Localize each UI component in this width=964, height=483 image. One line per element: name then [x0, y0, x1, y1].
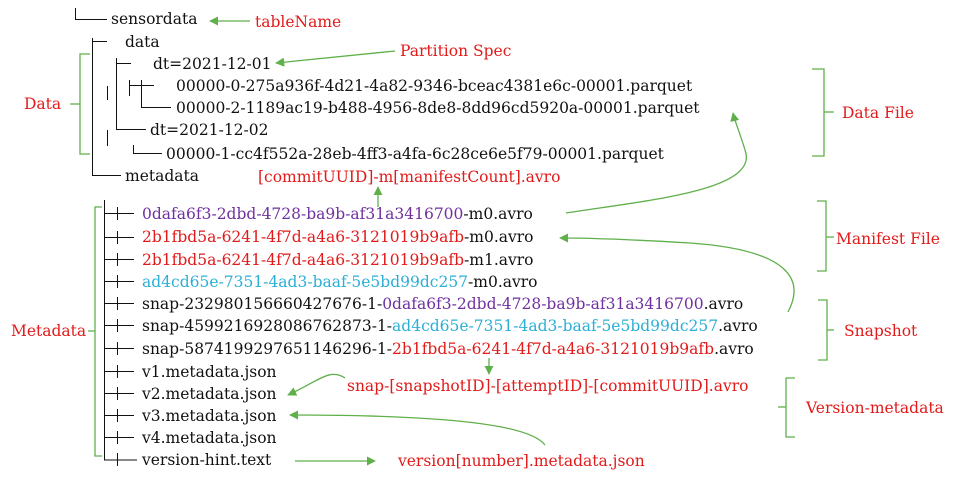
manifest-file: ad4cd65e-7351-4ad3-baaf-5e5bd99dc257-m0.… — [142, 273, 538, 291]
partition-spec-arrow — [275, 50, 396, 67]
commit-uuid: ad4cd65e-7351-4ad3-baaf-5e5bd99dc257 — [392, 317, 719, 335]
tree-connector — [104, 200, 137, 461]
version-metadata-file: v3.metadata.json — [142, 407, 277, 425]
manifest-pattern-label: [commitUUID]-m[manifestCount].avro — [258, 168, 561, 186]
version-hint-to-v3-arrow — [289, 410, 546, 446]
commit-uuid: ad4cd65e-7351-4ad3-baaf-5e5bd99dc257 — [142, 273, 469, 291]
manifest-file: 2b1fbd5a-6241-4f7d-a4a6-3121019b9afb-m1.… — [142, 251, 534, 269]
manifest-to-datafile-arrow — [565, 112, 748, 214]
manifest-file: 0dafa6f3-2dbd-4728-ba9b-af31a3416700-m0.… — [142, 205, 533, 223]
manifest-suffix: -m0.avro — [464, 228, 534, 246]
manifest-file: 2b1fbd5a-6241-4f7d-a4a6-3121019b9afb-m0.… — [142, 228, 534, 246]
metadata-label: Metadata — [11, 322, 87, 340]
version-metadata-file: v2.metadata.json — [142, 385, 277, 403]
partition-folder: dt=2021-12-02 — [150, 121, 269, 139]
tree-connector — [133, 145, 162, 154]
snapshot-prefix: snap-4599216928086762873-1- — [142, 317, 393, 335]
snapshot-pattern-label: snap-[snapshotID]-[attemptID]-[commitUUI… — [347, 377, 749, 395]
data-file: 00000-2-1189ac19-b488-4956-8de8-8dd96cd5… — [176, 99, 700, 117]
table-name-label: tableName — [255, 13, 342, 31]
commit-uuid: 2b1fbd5a-6241-4f7d-a4a6-3121019b9afb — [142, 251, 465, 269]
data-file-bracket — [812, 68, 825, 157]
snapshot-file: snap-232980156660427676-1-0dafa6f3-2dbd-… — [142, 295, 743, 313]
data-file: 00000-0-275a936f-4d21-4a82-9346-bceac438… — [176, 77, 693, 95]
snapshot-prefix: snap-232980156660427676-1- — [142, 295, 383, 313]
snapshot-suffix: .avro — [718, 317, 758, 335]
partition-folder: dt=2021-12-01 — [153, 55, 272, 73]
snapshot-file: snap-5874199297651146296-1-2b1fbd5a-6241… — [142, 340, 754, 358]
tree-connector — [75, 8, 107, 20]
commit-uuid: 0dafa6f3-2dbd-4728-ba9b-af31a3416700 — [142, 205, 464, 223]
manifest-file-bracket — [817, 200, 827, 272]
root-folder: sensordata — [111, 10, 198, 28]
data-folder: data — [125, 33, 160, 51]
snapshot-suffix: .avro — [714, 340, 754, 358]
snapshot-file: snap-4599216928086762873-1-ad4cd65e-7351… — [142, 317, 758, 335]
snapshot-prefix: snap-5874199297651146296-1- — [142, 340, 393, 358]
commit-uuid: 2b1fbd5a-6241-4f7d-a4a6-3121019b9afb — [142, 228, 465, 246]
manifest-file-label: Manifest File — [836, 230, 940, 248]
metadata-bracket — [94, 206, 102, 457]
manifest-suffix: -m0.avro — [463, 205, 533, 223]
tree-connector — [116, 58, 146, 130]
snapshot-to-version-arrow — [287, 373, 346, 396]
version-metadata-file: v1.metadata.json — [142, 363, 277, 381]
manifest-suffix: -m1.avro — [464, 251, 534, 269]
snapshot-suffix: .avro — [703, 295, 744, 313]
version-pattern-label: version[number].metadata.json — [398, 452, 645, 470]
snapshot-to-manifest-arrow — [559, 233, 795, 313]
tree-connector — [141, 80, 171, 108]
version-hint-file: version-hint.text — [142, 451, 272, 469]
metadata-folder: metadata — [125, 167, 199, 185]
manifest-suffix: -m0.avro — [468, 273, 538, 291]
data-file-label: Data File — [842, 104, 914, 122]
snapshot-label: Snapshot — [844, 322, 918, 340]
version-metadata-file: v4.metadata.json — [142, 429, 277, 447]
version-metadata-label: Version-metadata — [806, 399, 944, 417]
data-bracket — [79, 53, 90, 155]
commit-uuid: 2b1fbd5a-6241-4f7d-a4a6-3121019b9afb — [392, 340, 715, 358]
tree-connector — [92, 38, 121, 176]
data-file: 00000-1-cc4f552a-28eb-4ff3-a4fa-6c28ce6e… — [166, 145, 664, 163]
data-label: Data — [24, 95, 62, 113]
version-metadata-bracket — [785, 377, 795, 438]
tree-connector — [104, 213, 134, 438]
partition-spec-label: Partition Spec — [400, 42, 512, 60]
snapshot-bracket — [818, 299, 828, 361]
commit-uuid: 0dafa6f3-2dbd-4728-ba9b-af31a3416700 — [382, 295, 704, 313]
